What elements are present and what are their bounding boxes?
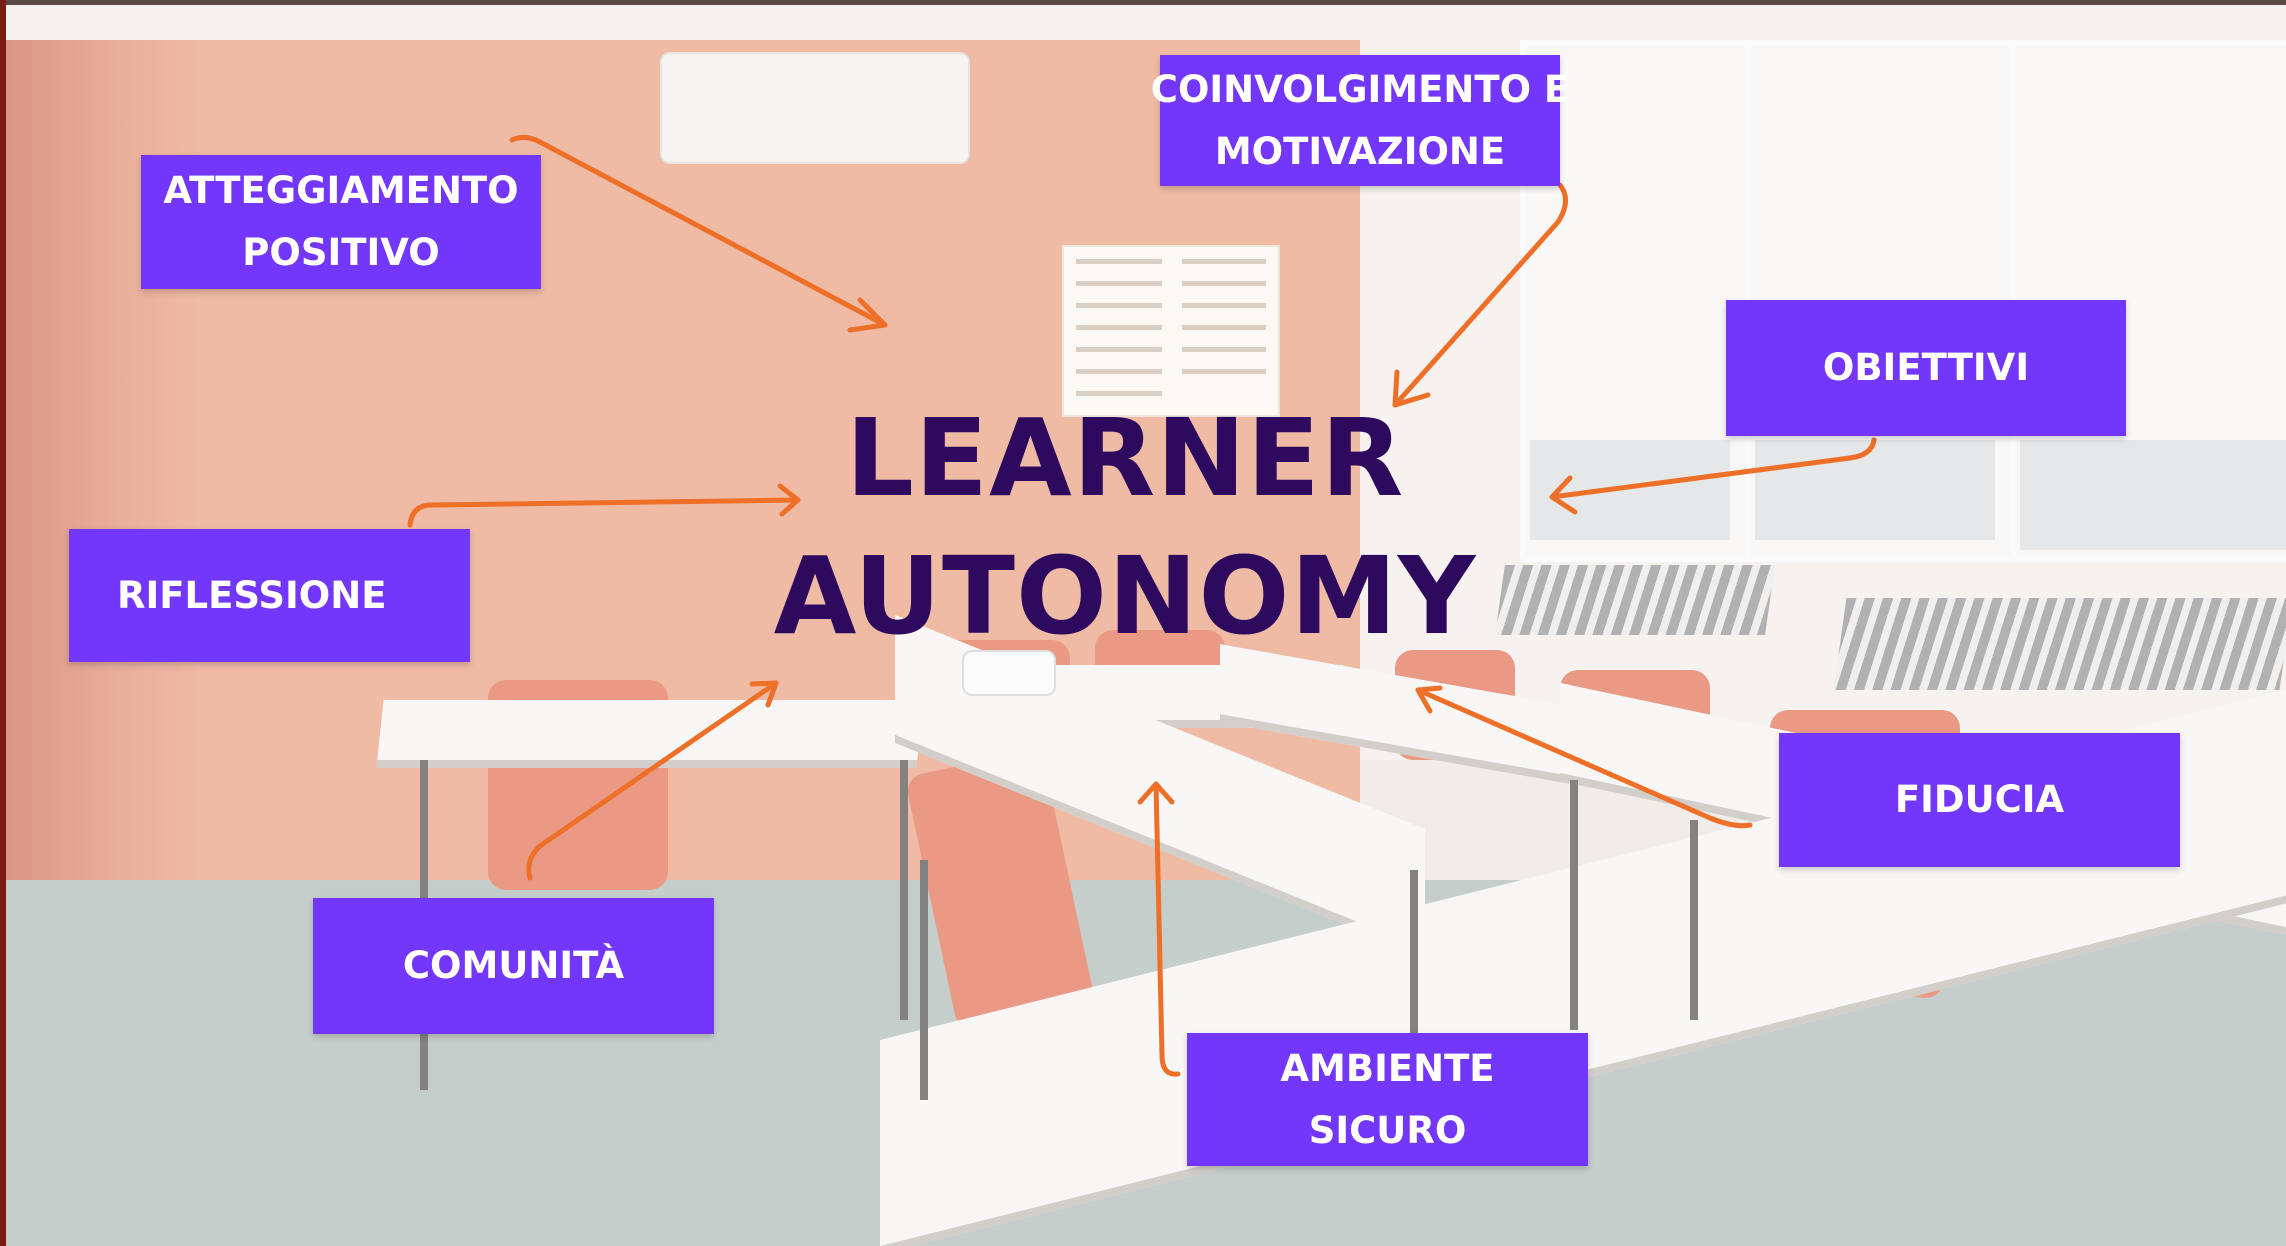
box-label: COINVOLGIMENTO E [1150,67,1570,111]
arrow-obiettivi [1549,437,1877,515]
arrow-fiducia [1415,685,1753,829]
box-label: MOTIVAZIONE [1214,129,1506,173]
arrow-coinvolgimento [1392,182,1568,408]
box-label: ATTEGGIAMENTO [163,169,519,212]
box-ambiente-sicuro: AMBIENTE SICURO [1187,1033,1588,1166]
box-label: FIDUCIA [1894,778,2065,821]
title-line-2: AUTONOMY [773,535,1477,659]
box-label: RIFLESSIONE [117,573,387,617]
box-obiettivi: OBIETTIVI [1726,300,2126,436]
arrow-riflessione [407,483,801,528]
box-fiducia: FIDUCIA [1779,733,2180,867]
box-comunita: COMUNITÀ [313,898,714,1034]
title-line-1: LEARNER [845,397,1405,521]
box-label: OBIETTIVI [1822,346,2030,389]
box-coinvolgimento-motivazione: COINVOLGIMENTO E MOTIVAZIONE [1151,55,1569,186]
arrow-ambiente [1137,781,1181,1077]
arrow-comunita [526,680,779,881]
box-label: POSITIVO [242,231,440,274]
box-label: AMBIENTE [1280,1046,1495,1090]
box-riflessione: RIFLESSIONE [69,529,470,662]
box-label: SICURO [1308,1108,1467,1152]
learner-autonomy-title: LEARNER AUTONOMY [760,390,1490,666]
arrow-atteggiamento [509,134,888,333]
box-atteggiamento-positivo: ATTEGGIAMENTO POSITIVO [141,155,541,289]
box-label: COMUNITÀ [402,944,625,987]
